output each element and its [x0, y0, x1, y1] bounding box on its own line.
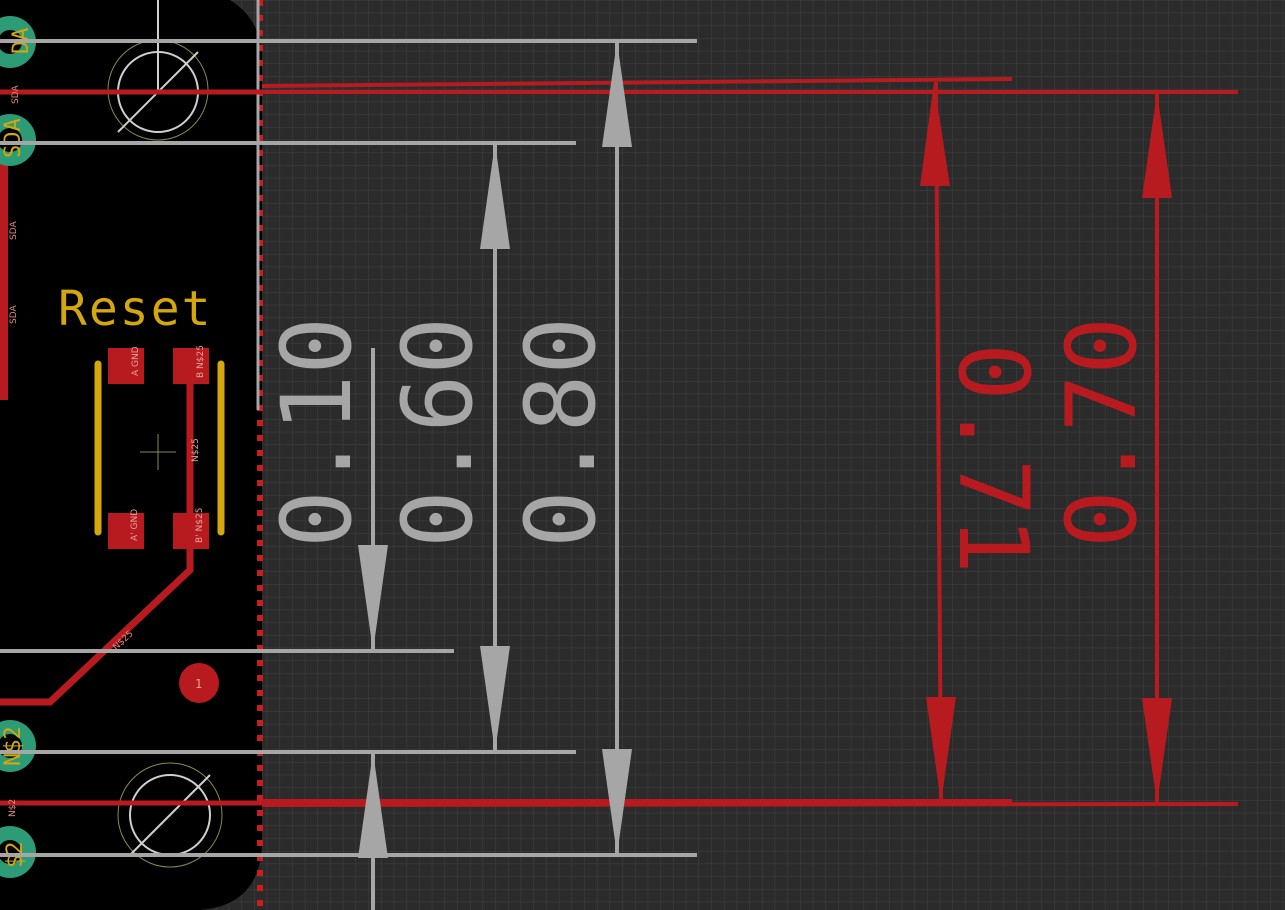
dimension-label-0.71: 0.71 [937, 343, 1049, 574]
pad-label-b: B N$25 [196, 345, 206, 378]
origin-cross [140, 434, 176, 470]
pad-label-a: A GND [131, 346, 141, 376]
via [179, 663, 219, 703]
pad-label-a2: A' GND [130, 509, 140, 541]
trace-label-sda-1: SDA [11, 85, 21, 104]
red-extension-lines [261, 77, 1239, 807]
copper-traces [0, 89, 262, 806]
dimension-label-0.80: 0.80 [505, 317, 617, 548]
reset-label: Reset [58, 281, 213, 337]
dimension-0.60 [480, 143, 510, 752]
dimension-0.70 [1142, 92, 1172, 804]
edge-pad-label-3: N$2 [1, 726, 26, 766]
pad-label-between: N$25 [191, 438, 201, 462]
dimension-0.10 [358, 348, 388, 910]
dimension-label-0.10: 0.10 [261, 317, 373, 548]
trace-label-ns2: N$2 [8, 799, 18, 817]
via-label: 1 [195, 677, 202, 691]
trace-label-sda-3: SDA [9, 305, 19, 324]
pad-label-b2: B' N$25 [195, 508, 205, 543]
switch-pads [108, 348, 209, 549]
dimension-label-0.70: 0.70 [1046, 317, 1158, 548]
dimension-label-0.60: 0.60 [382, 317, 494, 548]
trace-label-sda-2: SDA [9, 221, 19, 240]
gray-extension-lines [0, 39, 697, 857]
switch-silkscreen [94, 360, 225, 536]
dimension-0.80 [602, 41, 632, 855]
dimension-0.71 [920, 81, 956, 804]
edge-pad-label-2: SDA [1, 118, 26, 158]
